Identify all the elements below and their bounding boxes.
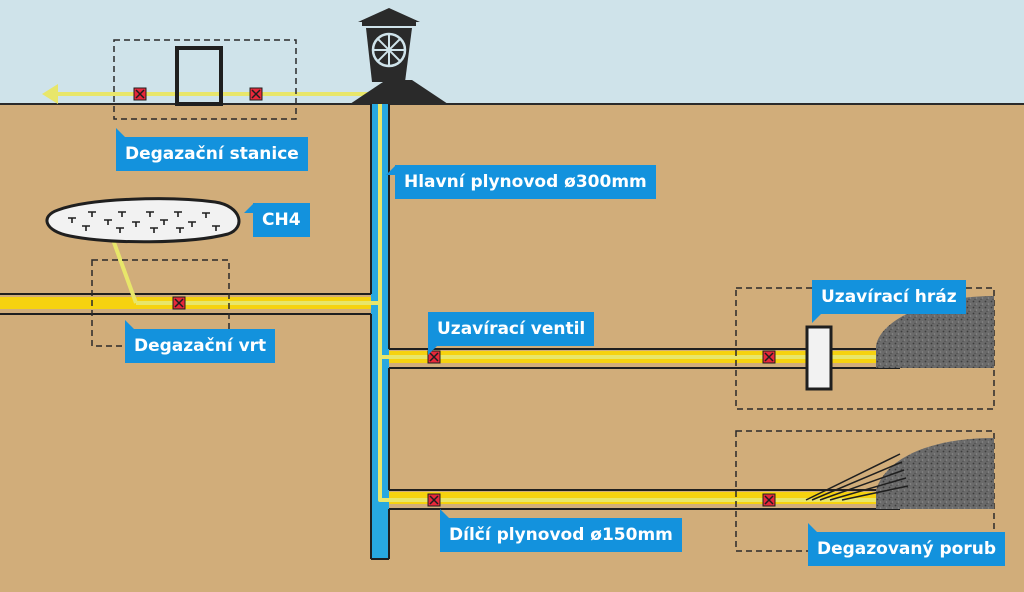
callout-pointer [428,345,438,355]
label-shutoff-dam: Uzavírací hráz [812,280,966,323]
label-degassing-station: Degazační stanice [116,128,308,171]
coal-face-lower [876,438,994,509]
label-text: Uzavírací ventil [437,319,586,339]
label-text: Degazační stanice [125,144,299,164]
valve-icon [762,350,776,364]
label-text: Dílčí plynovod ø150mm [449,525,673,545]
callout-pointer [244,203,254,213]
label-text: Degazovaný porub [817,539,997,559]
label-shutoff-valve: Uzavírací ventil [428,312,595,355]
label-text: CH4 [262,210,301,230]
callout-pointer [440,509,450,519]
label-text: Hlavní plynovod ø300mm [404,172,647,192]
callout-pointer [808,523,818,533]
methane-gas-pocket [45,197,241,244]
label-main-pipeline: Hlavní plynovod ø300mm [386,165,656,199]
mine-headframe-icon [350,8,448,104]
degassed-face-area [735,430,995,552]
label-degassed-face: Degazovaný porub [808,523,1006,566]
degassing-boreholes [805,453,909,501]
valve-icon [762,493,776,507]
callout-pointer [116,128,126,138]
degassing-station-area [113,39,297,120]
coal-face-upper [876,296,994,368]
valve-icon [427,493,441,507]
degassing-station-building [175,46,223,106]
callout-pointer [125,320,135,330]
valve-icon [249,87,263,101]
label-branch-pipeline: Dílčí plynovod ø150mm [440,509,682,552]
callout-pointer [812,313,822,323]
label-text: Degazační vrt [134,336,267,356]
valve-icon [172,296,186,310]
callout-pointer [386,165,396,175]
label-degassing-borehole: Degazační vrt [125,320,276,363]
valve-icon [133,87,147,101]
sky [0,0,1024,104]
label-text: Uzavírací hráz [821,287,957,307]
label-ch4: CH4 [244,203,310,237]
shutoff-dam-wall [805,325,833,391]
arrow-left-icon [42,84,58,104]
